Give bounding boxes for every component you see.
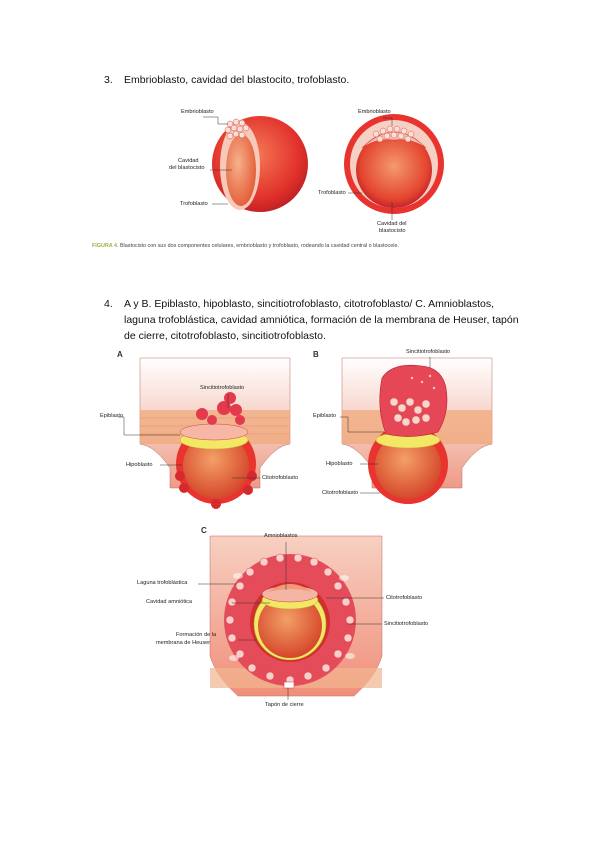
fig4-left-embrioblasto-label: Embrioblasto bbox=[181, 109, 214, 115]
figure-4-caption-text: Blastocisto con sus dos componentes celu… bbox=[118, 243, 399, 249]
panel-b-letter: B bbox=[313, 350, 319, 359]
fig4-left-trofoblasto-label: Trofoblasto bbox=[180, 201, 208, 207]
item-4-line-2: laguna trofoblástica, cavidad amniótica,… bbox=[124, 314, 519, 326]
panel-c-laguna-label: Laguna trofoblástica bbox=[137, 580, 188, 586]
panel-a-letter: A bbox=[117, 350, 123, 359]
blastocyst-cut-illustration bbox=[212, 116, 308, 212]
fig4-left-cavidad-label-1: Cavidad bbox=[178, 158, 199, 164]
item-4-line-1: A y B. Epiblasto, hipoblasto, sincitiotr… bbox=[124, 298, 495, 310]
fig4-right-embrioblasto-label: Embrioblasto bbox=[358, 109, 391, 115]
panel-b-epiblasto-label: Epiblasto bbox=[313, 413, 337, 419]
panel-c-illustration bbox=[209, 535, 383, 697]
panel-b-sincitio-label: Sincitiotrofoblasto bbox=[406, 349, 451, 355]
fig4-right-cavidad-label-1: Cavidad del bbox=[377, 221, 407, 227]
panel-b-hipoblasto-label: Hipoblasto bbox=[326, 461, 353, 467]
panel-c-tapon-label: Tapón de cierre bbox=[265, 702, 304, 708]
item-4-line-3: de cierre, citotrofoblasto, sincitiotrof… bbox=[124, 330, 326, 342]
fig4-right-cavidad-label-2: blastocisto bbox=[379, 228, 406, 234]
item-3-text: Embrioblasto, cavidad del blastocito, tr… bbox=[124, 74, 350, 86]
item-3-number: 3. bbox=[104, 74, 113, 86]
panel-c-letter: C bbox=[201, 526, 207, 535]
panel-a-illustration bbox=[139, 357, 291, 509]
panel-c-citotrofoblasto-label: Citotrofoblasto bbox=[386, 595, 423, 601]
panel-c-heuser-label-2: membrana de Heuser bbox=[156, 640, 211, 646]
panel-c-heuser-label-1: Formación de la bbox=[176, 632, 217, 638]
panel-a-sincitio-label: Sincitiotrofoblasto bbox=[200, 385, 245, 391]
fig4-left-cavidad-label-2: del blastocisto bbox=[169, 165, 205, 171]
figure-4-caption-prefix: FIGURA 4. bbox=[92, 243, 119, 249]
panel-c-amnioblastos-label: Amnioblastos bbox=[264, 533, 298, 539]
panel-c-cavidad-label: Cavidad amniótica bbox=[146, 599, 193, 605]
figure-4-caption: FIGURA 4. Blastocisto con sus dos compon… bbox=[92, 243, 399, 249]
panel-a-citotrofoblasto-label: Citotrofoblasto bbox=[262, 475, 299, 481]
panel-a-hipoblasto-label: Hipoblasto bbox=[126, 462, 153, 468]
panel-a-epiblasto-label: Epiblasto bbox=[100, 413, 124, 419]
panel-b-citotrofoblasto-label: Citotrofoblasto bbox=[322, 490, 359, 496]
blastocyst-section-illustration bbox=[344, 114, 444, 214]
fig4-right-trofoblasto-label: Trofoblasto bbox=[318, 190, 346, 196]
panel-b-illustration bbox=[341, 357, 493, 504]
panel-c-sincitio-label: Sincitiotrofoblasto bbox=[384, 621, 429, 627]
item-4-number: 4. bbox=[104, 298, 113, 310]
